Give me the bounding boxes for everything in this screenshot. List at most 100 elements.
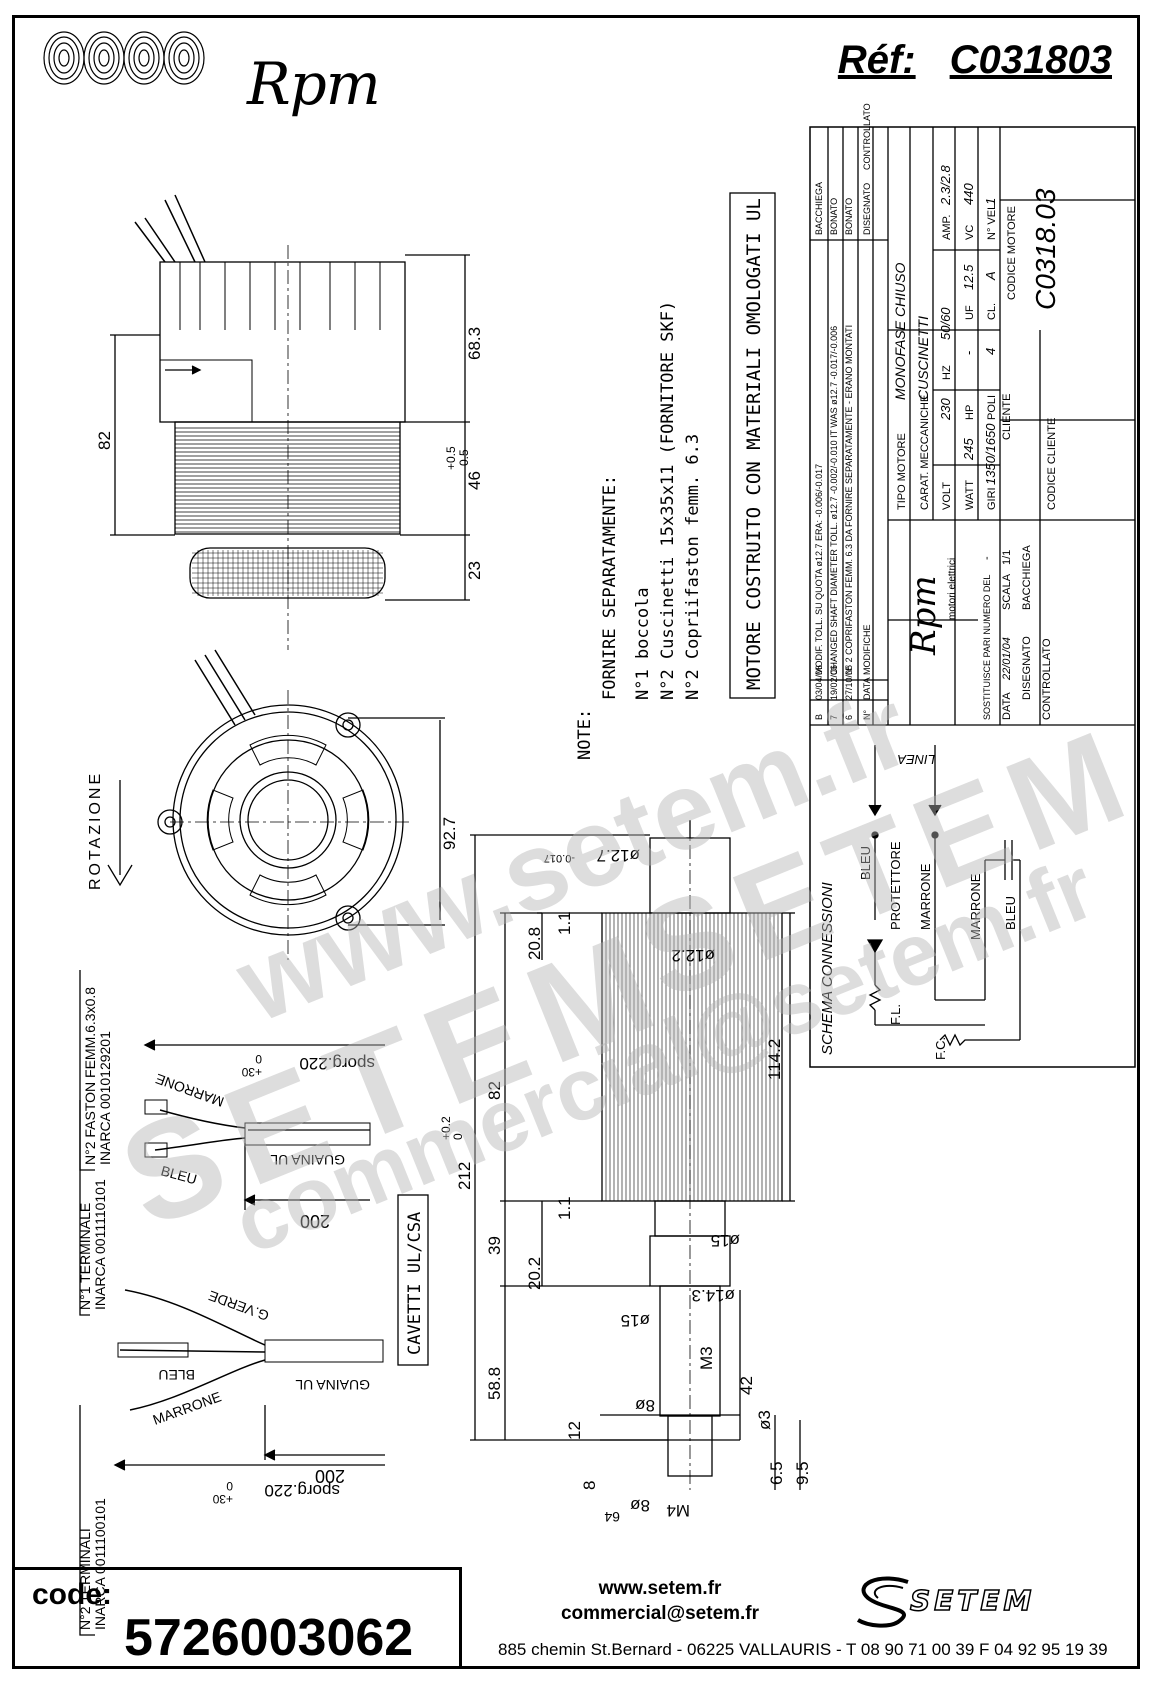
schema-marrone2: MARRONE	[968, 873, 983, 940]
tb-poli-label: POLI	[986, 395, 998, 420]
w2-term2: N°2 TERMINALI	[77, 1528, 93, 1630]
mod-by: BONATO	[844, 198, 854, 235]
tb-codice-motore: C0318.03	[1030, 188, 1061, 310]
tb-sostituisce-label: SOSTITUISCE PARI NUMERO DEL	[982, 575, 992, 720]
tb-giri: 1350/1650	[983, 423, 998, 485]
dim-46: 46	[465, 471, 484, 490]
schema-bleu2: BLEU	[1003, 896, 1018, 930]
w2-len: 200	[315, 1466, 345, 1486]
tb-vc-label: VC	[964, 225, 976, 240]
dim-d15: ø15	[711, 1231, 740, 1250]
dim-8-bottom: 8ø	[630, 1496, 650, 1515]
dim-68-3: 68.3	[465, 327, 484, 360]
tb-data: 22/01/04	[1001, 637, 1013, 681]
dim-39: 39	[485, 1236, 504, 1255]
dim-42: 42	[737, 1376, 756, 1395]
dim-23: 23	[465, 561, 484, 580]
mod-n: B	[814, 714, 824, 720]
footer-website-link[interactable]: www.setem.fr	[598, 1578, 722, 1599]
w2-sporg-tol-plus: +30	[212, 1492, 233, 1506]
dim-8b: 8	[580, 1481, 599, 1490]
w2-term1-ref: INARCA 0011110101	[92, 1179, 108, 1310]
tb-amp: 2.3/2.8	[938, 164, 953, 206]
dim-64: 64	[604, 1509, 620, 1525]
schema-linea: LINEA	[897, 752, 935, 767]
w1-guaina: GUAINA UL	[270, 1152, 345, 1168]
dim-8a: 8ø	[635, 1396, 655, 1415]
dim-58-8: 58.8	[485, 1367, 504, 1400]
tb-uf: 12.5	[961, 264, 976, 290]
dim-6-5: 6.5	[767, 1461, 786, 1485]
ref-value: C031803	[949, 38, 1112, 82]
mods-header-cell: N°	[862, 710, 872, 720]
tb-watt-label: WATT	[964, 480, 976, 510]
dim-212-tol: +0.2	[439, 1116, 453, 1140]
schema-protettore: PROTETTORE	[888, 841, 903, 930]
schema-marrone: MARRONE	[918, 863, 933, 930]
w2-bleu: BLEU	[158, 1367, 195, 1383]
dim-212-tol0: 0	[451, 1133, 465, 1140]
tb-cl: A	[983, 271, 998, 281]
dim-92-7: 92.7	[440, 817, 459, 850]
footer-email-link[interactable]: commercial@setem.fr	[560, 1603, 760, 1624]
tb-watt: 245	[961, 438, 976, 461]
cables-box-text: CAVETTI UL/CSA	[405, 1212, 425, 1355]
dim-m3: M3	[697, 1346, 716, 1370]
mod-text: CHANGED SHAFT DIAMETER TOLL. ø12.7 -0.00…	[829, 326, 839, 675]
tb-vc: 440	[961, 183, 976, 205]
tb-hp: -	[961, 351, 976, 355]
tb-carat: CUSCINETTI	[915, 316, 931, 400]
dim-d12-7: ø12.7	[597, 846, 640, 865]
tb-vel: 1	[983, 198, 998, 205]
dim-1-1-a: 1.1	[555, 911, 574, 935]
tb-hp-label: HP	[964, 405, 976, 420]
rotation-label: ROTAZIONE	[87, 771, 104, 890]
mod-by: BACCHIEGA	[814, 182, 824, 235]
ul-box-text: MOTORE COSTRUITO CON MATERIALI OMOLOGATI…	[743, 198, 765, 690]
tb-poli: 4	[983, 348, 998, 355]
tb-scala: 1/1	[1001, 550, 1013, 565]
tb-giri-label: GIRI	[986, 487, 998, 510]
w2-guaina: GUAINA UL	[295, 1377, 370, 1393]
w1-marrone: MARRONE	[153, 1071, 226, 1111]
tb-hz-label: HZ	[941, 365, 953, 380]
dim-d12-7-tol: -0.017	[544, 852, 575, 864]
tb-codice-motore-label: CODICE MOTORE	[1006, 206, 1018, 300]
mod-n: 6	[844, 715, 854, 720]
dim-1-1-b: 1.1	[555, 1196, 574, 1220]
reference: Réf:C031803	[838, 38, 1112, 83]
dim-20-2: 20.2	[525, 1257, 544, 1290]
mods-header-cell: DATA	[862, 677, 872, 700]
mod-n: 7	[829, 715, 839, 720]
tb-data-label: DATA	[1001, 692, 1013, 720]
tb-carat-label: CARAT. MECCANICHE	[919, 395, 931, 510]
schema-fl: F.L.	[888, 1004, 903, 1025]
w2-marrone: MARRONE	[151, 1388, 224, 1428]
mod-date: 03/04/06	[814, 665, 824, 700]
w1-sporg-tol-plus: +30	[241, 1065, 262, 1079]
dim-d15b: ø15	[621, 1311, 650, 1330]
schema-fc: F.C.	[933, 1037, 948, 1060]
code-box: code: 5726003062	[12, 1567, 462, 1669]
dim-9-5: 9.5	[793, 1461, 812, 1485]
tb-disegnato-label: DISEGNATO	[1021, 636, 1033, 700]
mod-date: 19/02/06	[829, 665, 839, 700]
w1-fastons: N°2 FASTON FEMM.6.3x0.8	[82, 987, 98, 1165]
dim-d12-2: ø12.2	[672, 946, 715, 965]
dim-82-top: 82	[95, 431, 114, 450]
tb-cl-label: CL.	[986, 303, 998, 320]
tb-amp-label: AMP.	[941, 215, 953, 240]
w2-term1: N°1 TERMINALE	[77, 1203, 93, 1310]
w2-sporg: sporg.220	[264, 1481, 340, 1500]
motor-housing	[159, 261, 406, 423]
mod-text: MODIF. TOLL. SU QUOTA ø12.7 ERA: -0.006/…	[814, 464, 824, 675]
page-frame	[12, 15, 1140, 1669]
ul-box	[729, 192, 776, 699]
notes-line1: FORNIRE SEPARATAMENTE:	[600, 475, 620, 700]
stator-laminations	[174, 421, 401, 535]
notes-line4: N°2 Copriifaston femm. 6.3	[683, 434, 703, 700]
notes-line3: N°2 Cuscinetti 15x35x11 (FORNITORE SKF)	[658, 301, 678, 700]
w1-sporg-tol-zero: 0	[255, 1052, 262, 1066]
tb-rpm-sub: motori elettrici	[947, 558, 958, 620]
dim-46-tol-plus: +0.5	[444, 446, 458, 470]
